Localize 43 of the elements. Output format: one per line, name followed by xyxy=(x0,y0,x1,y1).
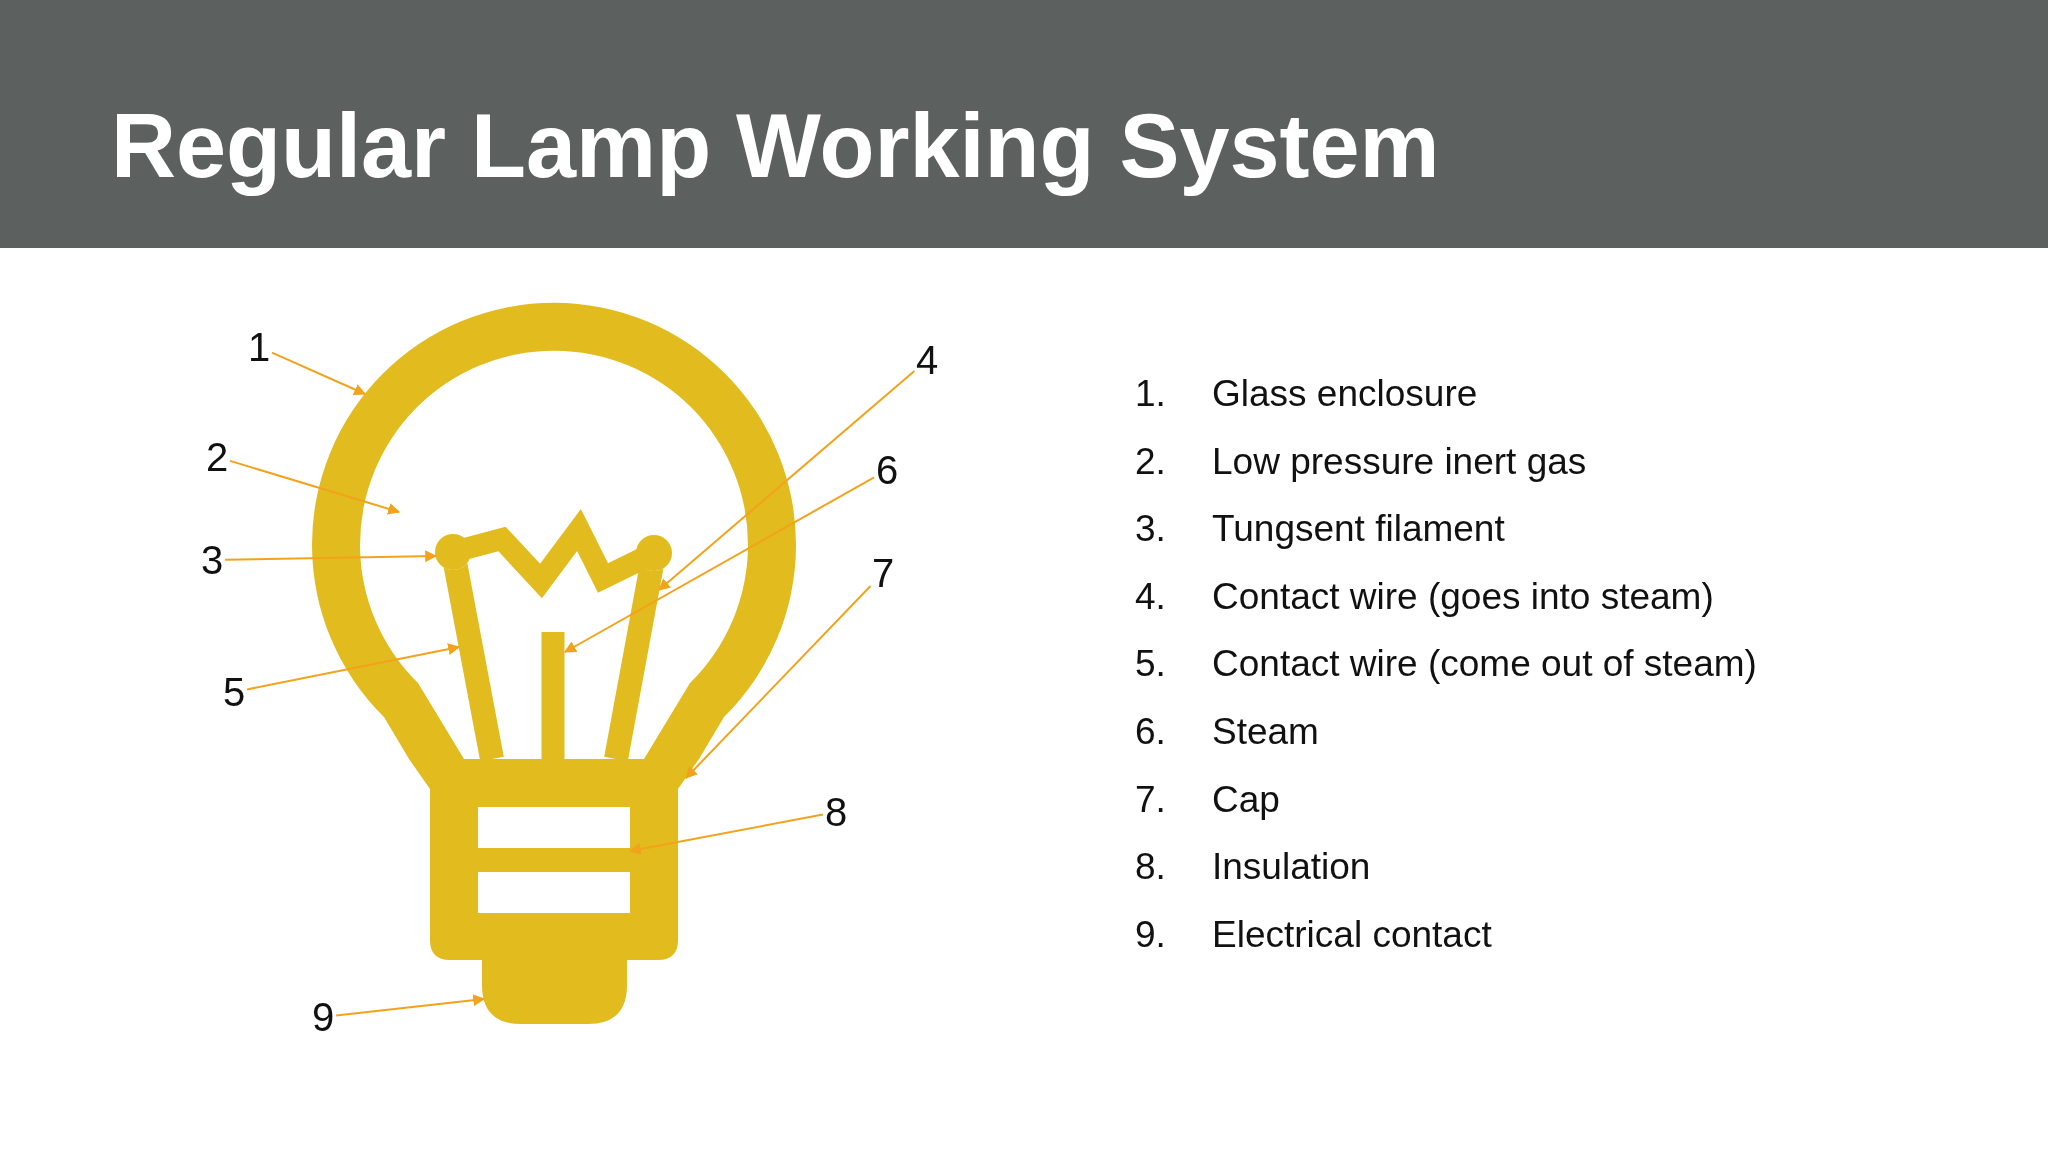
support-wire xyxy=(443,563,504,762)
leader-line xyxy=(685,585,872,779)
list-number: 5. xyxy=(1135,642,1166,687)
list-number: 7. xyxy=(1135,777,1166,822)
leader-line xyxy=(246,643,461,691)
callout-number: 8 xyxy=(824,789,848,835)
leader-line xyxy=(628,813,824,855)
callout-number: 2 xyxy=(205,434,229,480)
list-number: 3. xyxy=(1135,507,1166,551)
list-text: Steam xyxy=(1212,709,1319,754)
list-number: 9. xyxy=(1135,912,1166,957)
list-number: 6. xyxy=(1135,709,1166,754)
list-text: Cap xyxy=(1212,777,1280,822)
title: Regular Lamp Working System xyxy=(111,94,1440,198)
list-number: 8. xyxy=(1135,845,1166,889)
callout-number: 5 xyxy=(222,669,246,715)
callout-number: 3 xyxy=(200,537,224,583)
list-text: Electrical contact xyxy=(1212,912,1492,957)
bulb-outline xyxy=(312,303,796,759)
filament xyxy=(435,509,672,599)
leader-line xyxy=(335,994,486,1017)
list-text: Tungsent filament xyxy=(1212,507,1505,551)
callout-number: 9 xyxy=(311,994,335,1040)
contact-tip xyxy=(482,960,627,1024)
stem xyxy=(541,632,565,759)
leader-line xyxy=(271,351,367,396)
callout-number: 6 xyxy=(875,447,899,493)
list-text: Low pressure inert gas xyxy=(1212,439,1587,484)
list-text: Contact wire (come out of steam) xyxy=(1212,642,1757,687)
list-number: 2. xyxy=(1135,439,1166,484)
leader-line xyxy=(658,369,916,591)
list-number: 1. xyxy=(1135,371,1166,416)
leader-line xyxy=(229,459,401,515)
base-stripe xyxy=(478,848,630,872)
callout-number: 4 xyxy=(915,337,939,383)
list-number: 4. xyxy=(1135,574,1166,619)
callout-number: 1 xyxy=(247,324,271,370)
leader-line xyxy=(563,476,876,653)
list-text: Insulation xyxy=(1212,845,1371,889)
list-text: Glass enclosure xyxy=(1212,371,1478,416)
leader-line xyxy=(224,550,438,563)
list-text: Contact wire (goes into steam) xyxy=(1212,574,1714,619)
callout-number: 7 xyxy=(871,550,895,596)
